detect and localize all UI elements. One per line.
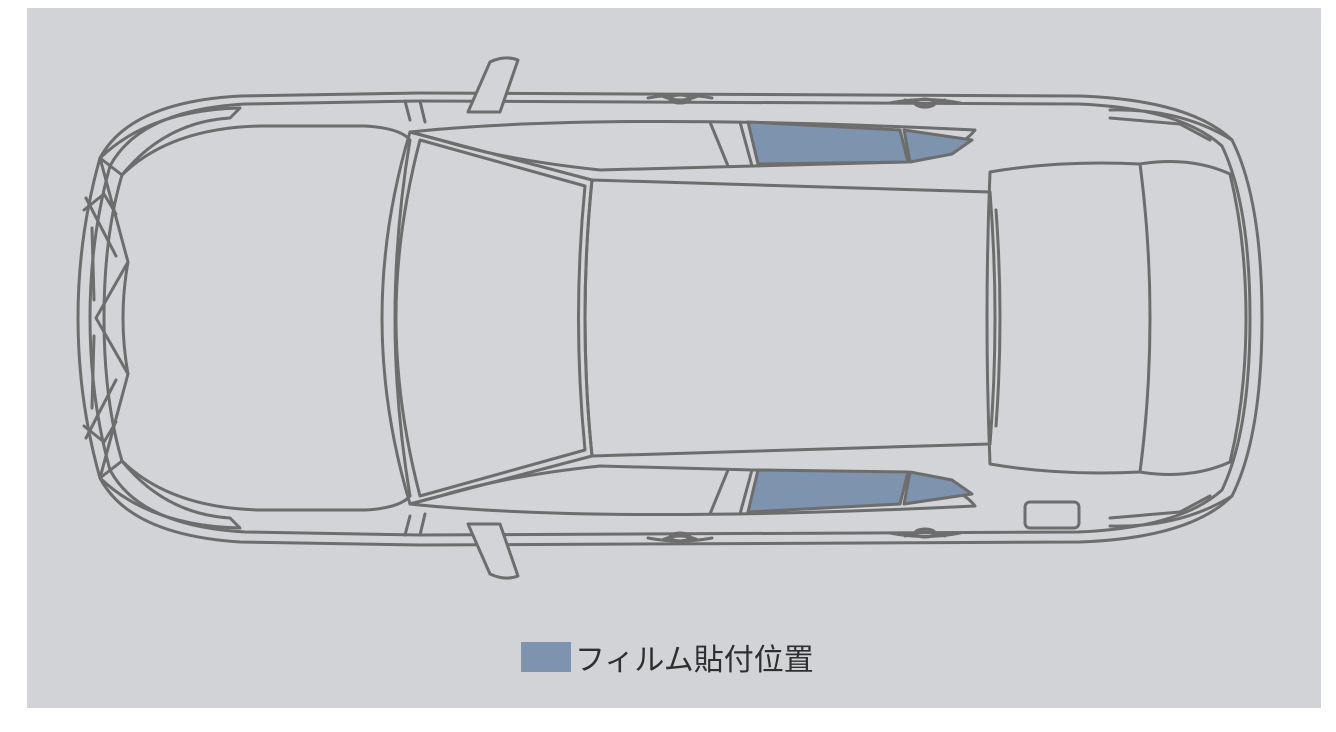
front-grille-lines xyxy=(84,196,118,440)
door-handle-rear-top-cap xyxy=(913,97,937,109)
roof-outline xyxy=(583,178,997,458)
front-right-headlight xyxy=(98,459,242,530)
side-mirror-top xyxy=(466,56,520,114)
front-bumper-v-lines xyxy=(94,156,130,480)
film-window-bottom-rear-door xyxy=(746,468,910,514)
door-handle-rear-bottom-cap xyxy=(913,527,937,539)
side-mirror-bottom xyxy=(466,522,520,580)
rear-light-lower xyxy=(1108,494,1212,520)
legend: フィルム貼付位置 xyxy=(521,640,814,678)
film-window-top-rear-door xyxy=(746,120,910,166)
rear-light-upper xyxy=(1108,116,1212,142)
front-left-headlight xyxy=(98,106,242,177)
side-window-pillar-bottom xyxy=(708,468,754,516)
windshield-inner xyxy=(394,138,587,498)
rear-bumper-upper xyxy=(1108,108,1234,528)
side-window-frame-top xyxy=(408,119,977,172)
side-window-frame-bottom xyxy=(408,464,977,517)
rear-window xyxy=(985,161,1152,475)
hood-outline xyxy=(102,124,412,512)
side-window-pillar-top xyxy=(708,120,754,168)
car-body-outline xyxy=(76,91,1264,547)
fuel-door xyxy=(1023,500,1081,530)
front-door-seam-top xyxy=(403,99,427,124)
legend-label: フィルム貼付位置 xyxy=(575,643,814,678)
front-door-seam-bottom xyxy=(403,512,427,537)
roof-panel-line xyxy=(994,208,1002,428)
trunk-lid xyxy=(1138,160,1248,476)
door-handle-front-top-cap xyxy=(668,93,692,105)
film-swatch-icon xyxy=(521,642,571,672)
film-window-bottom-quarter xyxy=(902,470,974,506)
film-window-top-quarter xyxy=(902,128,974,164)
door-handle-front-bottom-cap xyxy=(668,531,692,543)
